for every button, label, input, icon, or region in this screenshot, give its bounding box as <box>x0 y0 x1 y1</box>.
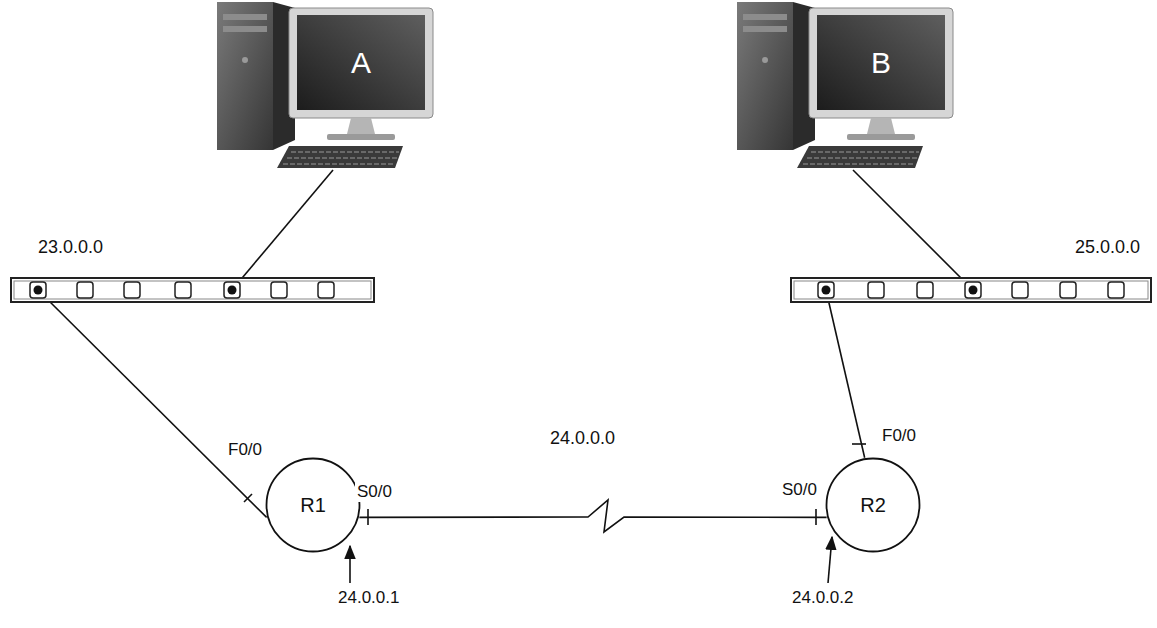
network-link <box>853 170 973 290</box>
interface-name: S0/0 <box>355 482 394 502</box>
switch-picture <box>791 278 1151 302</box>
computer-picture <box>217 2 433 168</box>
switch-outline <box>10 277 375 303</box>
computer-outline <box>215 0 435 170</box>
network-link <box>826 290 865 458</box>
interface-name: F0/0 <box>226 440 264 460</box>
switch-picture <box>11 278 374 302</box>
switch-outline <box>790 277 1152 303</box>
computer-outline <box>735 0 955 170</box>
node-name: B <box>817 15 945 110</box>
network-link <box>359 500 826 532</box>
switch-hub: 23.0.0.0 <box>10 277 375 303</box>
router-circle: R2 <box>825 457 921 553</box>
ip-address: 24.0.0.1 <box>336 588 401 608</box>
network-address: 25.0.0.0 <box>1075 237 1140 258</box>
computer-picture <box>737 2 953 168</box>
network-link <box>232 170 333 290</box>
interface-name: S0/0 <box>780 480 819 500</box>
network-address: 23.0.0.0 <box>38 237 103 258</box>
node-name: R1 <box>265 457 361 553</box>
node-name: R2 <box>825 457 921 553</box>
computer-icon: B <box>735 0 955 170</box>
interface-tick <box>852 443 866 445</box>
leader-arrow <box>349 546 351 583</box>
computer-icon: A <box>215 0 435 170</box>
router-circle: R1 <box>265 457 361 553</box>
network-address: 24.0.0.0 <box>548 428 617 448</box>
ip-address: 24.0.0.2 <box>790 588 855 608</box>
switch-hub: 25.0.0.0 <box>790 277 1152 303</box>
network-link <box>38 290 267 517</box>
leader-arrow <box>828 537 832 583</box>
interface-name: F0/0 <box>880 426 918 446</box>
node-name: A <box>297 15 425 110</box>
